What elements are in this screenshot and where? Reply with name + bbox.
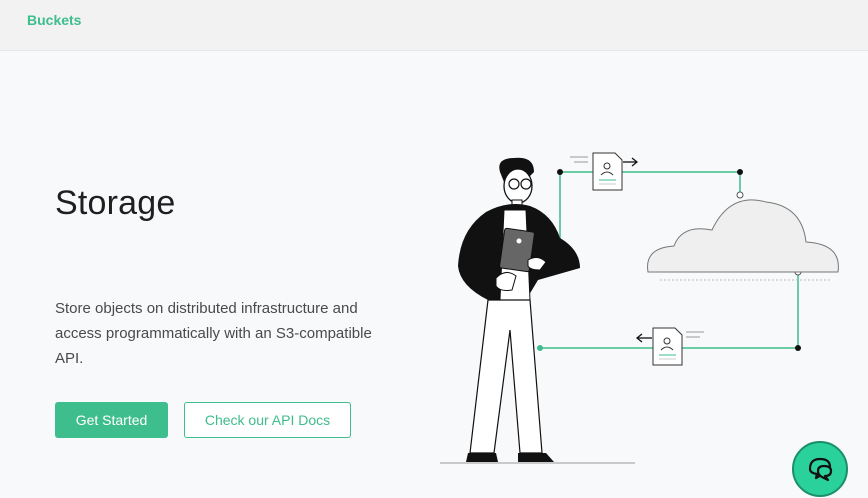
chat-bubbles-icon bbox=[808, 457, 833, 482]
api-docs-button[interactable]: Check our API Docs bbox=[184, 402, 351, 438]
get-started-button[interactable]: Get Started bbox=[55, 402, 168, 438]
storage-illustration bbox=[440, 152, 839, 464]
top-bar: Buckets bbox=[0, 0, 868, 51]
document-bottom-icon bbox=[635, 327, 704, 366]
page-description: Store objects on distributed infrastruct… bbox=[55, 300, 372, 367]
chat-button[interactable] bbox=[792, 441, 848, 497]
document-top-icon bbox=[570, 152, 639, 191]
person-figure bbox=[458, 157, 580, 462]
page-title: Storage bbox=[55, 184, 176, 222]
tab-buckets[interactable]: Buckets bbox=[27, 12, 82, 28]
